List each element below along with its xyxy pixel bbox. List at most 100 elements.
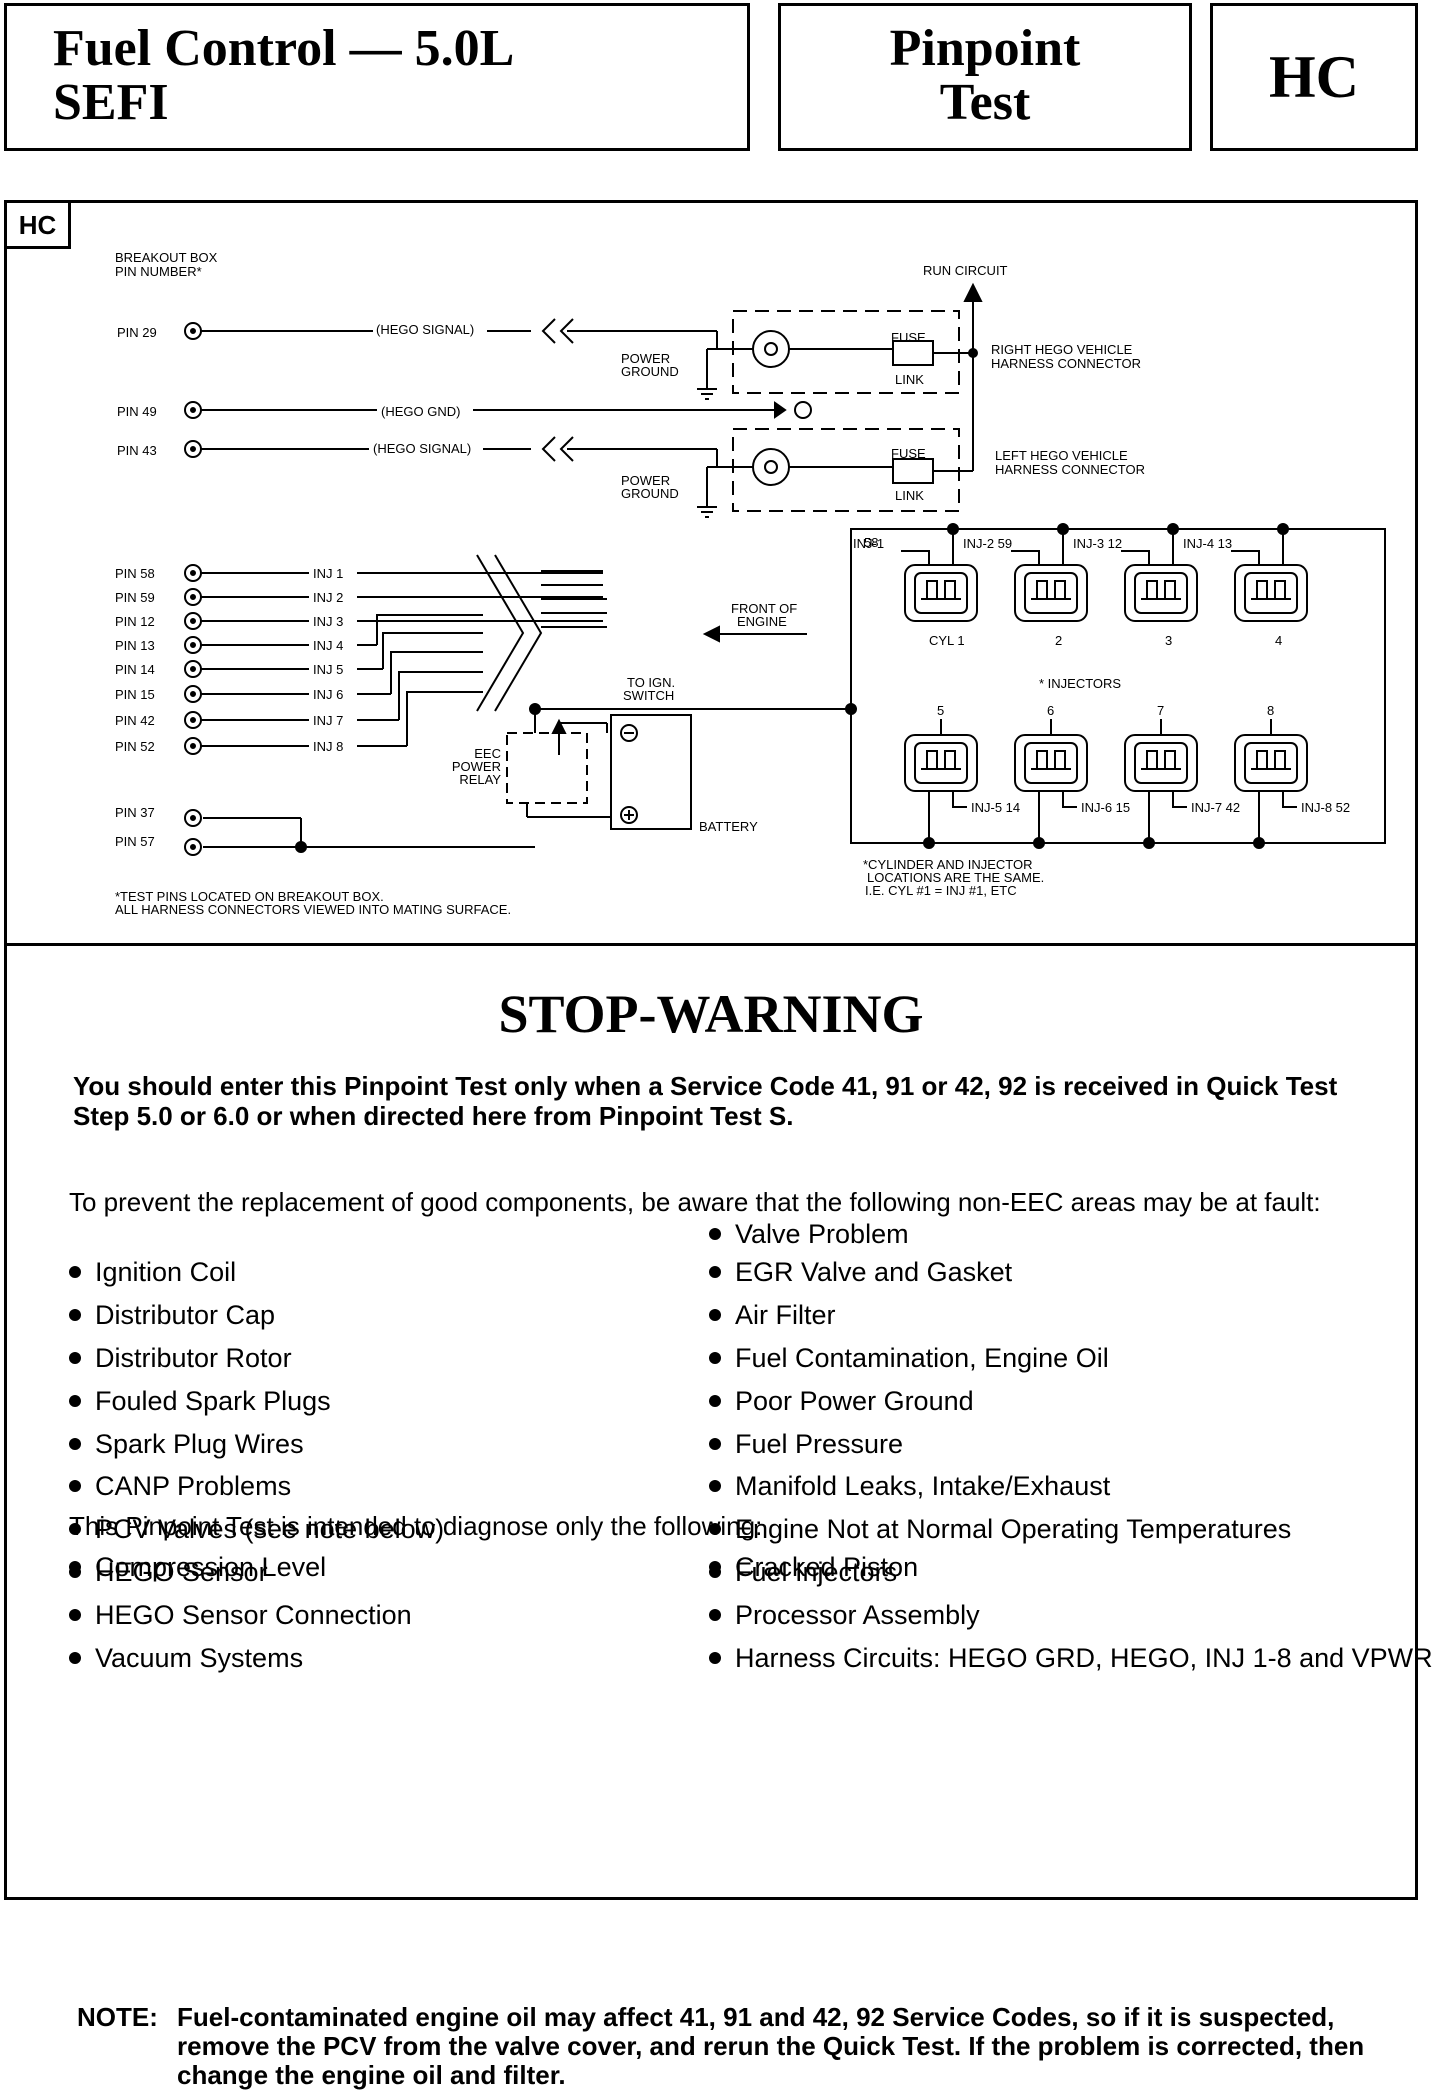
- bullet-item: Processor Assembly: [709, 1600, 980, 1630]
- bullet-icon: [709, 1266, 721, 1278]
- cylinder-top-label: 2: [1055, 633, 1062, 648]
- bullet-icon: [69, 1352, 81, 1364]
- bullet-text: HEGO Sensor: [95, 1557, 268, 1587]
- bullet-text: Cracked Piston: [735, 1552, 919, 1582]
- eec-label-1: EEC: [474, 746, 501, 761]
- link-2-label: LINK: [895, 488, 924, 503]
- bullet-icon: [709, 1609, 721, 1621]
- bullet-item: Vacuum Systems: [69, 1643, 303, 1673]
- pin37-terminal: [184, 809, 202, 827]
- bullet-icon: [69, 1395, 81, 1407]
- battery-label: BATTERY: [699, 819, 758, 834]
- pin37-label: PIN 37: [115, 805, 155, 820]
- bullet-item: Spark Plug Wires: [69, 1429, 304, 1459]
- power-ground-1b: GROUND: [621, 364, 679, 379]
- pin57-label: PIN 57: [115, 834, 155, 849]
- hego-signal-1-label: (HEGO SIGNAL): [376, 322, 474, 337]
- inj-wire-label: INJ 5: [313, 662, 343, 677]
- bullet-icon: [69, 1266, 81, 1278]
- front-label-2: ENGINE: [737, 614, 787, 629]
- left-connector-1: LEFT HEGO VEHICLE: [995, 448, 1128, 463]
- bullet-item: Air Filter: [709, 1300, 836, 1330]
- bullet-item: HEGO Sensor: [69, 1557, 268, 1587]
- injector-top-label: INJ-1: [853, 536, 884, 551]
- cylinder-top-label: CYL 1: [929, 633, 965, 648]
- bullet-text: Valve Problem: [735, 1219, 909, 1249]
- bullet-item: Fouled Spark Plugs: [69, 1386, 331, 1416]
- eec-power-relay: [506, 732, 588, 804]
- bullet-text: Processor Assembly: [735, 1600, 980, 1630]
- cylinder-top-label: 3: [1165, 633, 1172, 648]
- cylinder-bottom-label: 7: [1157, 703, 1164, 718]
- injector-top-label: INJ-3 12: [1073, 536, 1122, 551]
- injector-top-label: INJ-2 59: [963, 536, 1012, 551]
- eec-label-3: RELAY: [459, 772, 501, 787]
- bullet-item: Manifold Leaks, Intake/Exhaust: [709, 1471, 1110, 1501]
- injector-bottom-label: INJ-7 42: [1191, 800, 1240, 815]
- bullet-icon: [69, 1309, 81, 1321]
- power-ground-1a: POWER: [621, 351, 670, 366]
- inj-wire-label: INJ 3: [313, 614, 343, 629]
- bullet-item: PCV Valves (see note below): [69, 1514, 444, 1544]
- bullet-text: Fuel Contamination, Engine Oil: [735, 1343, 1109, 1373]
- bullet-text: Fuel Pressure: [735, 1429, 904, 1459]
- battery: [610, 714, 692, 830]
- inj-wire-label: INJ 4: [313, 638, 343, 653]
- inj-pin-label: PIN 14: [115, 662, 155, 677]
- breakout-label-2: PIN NUMBER*: [115, 264, 202, 279]
- bullet-icon: [69, 1566, 81, 1578]
- cylinder-top-label: 4: [1275, 633, 1282, 648]
- bullet-text: Vacuum Systems: [95, 1643, 304, 1673]
- hego-signal-2-label: (HEGO SIGNAL): [373, 441, 471, 456]
- bullet-item: Compression Level: [69, 1552, 326, 1582]
- right-connector-1: RIGHT HEGO VEHICLE: [991, 342, 1133, 357]
- ign-label-2: SWITCH: [623, 688, 674, 703]
- bullet-item: Distributor Rotor: [69, 1343, 292, 1373]
- footnote-left-2: ALL HARNESS CONNECTORS VIEWED INTO MATIN…: [115, 902, 511, 917]
- injector-connector: [1014, 564, 1088, 622]
- bullet-text: Air Filter: [735, 1300, 836, 1330]
- right-connector-2: HARNESS CONNECTOR: [991, 356, 1141, 371]
- inj-wire-label: INJ 2: [313, 590, 343, 605]
- bullet-item: Fuel Injectors: [709, 1557, 897, 1587]
- footnote-left-1: *TEST PINS LOCATED ON BREAKOUT BOX.: [115, 889, 384, 904]
- bullet-icon: [709, 1652, 721, 1664]
- inj-pin-label: PIN 59: [115, 590, 155, 605]
- right-hego-sensor: [752, 330, 790, 368]
- panel-tag: HC: [7, 203, 71, 249]
- bullet-item: Harness Circuits: HEGO GRD, HEGO, INJ 1-…: [709, 1643, 1433, 1673]
- bullet-icon: [709, 1228, 721, 1240]
- bullet-text: Compression Level: [95, 1552, 327, 1582]
- injectors-label: * INJECTORS: [1039, 676, 1121, 691]
- note-block: NOTE: Fuel-contaminated engine oil may a…: [77, 2003, 1367, 2090]
- bullet-text: Ignition Coil: [95, 1257, 237, 1287]
- bullet-text: Fuel Injectors: [735, 1557, 898, 1587]
- bullet-item: EGR Valve and Gasket: [709, 1257, 1012, 1287]
- inj-pin-label: PIN 12: [115, 614, 155, 629]
- bullet-text: HEGO Sensor Connection: [95, 1600, 412, 1630]
- left-connector-2: HARNESS CONNECTOR: [995, 462, 1145, 477]
- injector-bottom-label: INJ-5 14: [971, 800, 1020, 815]
- left-hego-sensor: [752, 448, 790, 486]
- cylinder-bottom-label: 5: [937, 703, 944, 718]
- bullet-item: Valve Problem: [709, 1219, 909, 1249]
- power-ground-2b: GROUND: [621, 486, 679, 501]
- bullet-item: Fuel Pressure: [709, 1429, 903, 1459]
- inj-pin-label: PIN 52: [115, 739, 155, 754]
- bullet-icon: [69, 1480, 81, 1492]
- injector-connector: [904, 564, 978, 622]
- injector-bottom-label: INJ-6 15: [1081, 800, 1130, 815]
- footnote-right-2: LOCATIONS ARE THE SAME.: [867, 870, 1044, 885]
- bullet-text: EGR Valve and Gasket: [735, 1257, 1013, 1287]
- header-test-box: Pinpoint Test: [778, 3, 1192, 151]
- injector-connector: [1124, 564, 1198, 622]
- wiring-diagram: BREAKOUT BOX PIN NUMBER* RUN CIRCUIT PIN…: [7, 203, 1415, 943]
- bullet-text: Spark Plug Wires: [95, 1429, 304, 1459]
- fuse-2-label: FUSE: [891, 446, 926, 461]
- bullet-item: Poor Power Ground: [709, 1386, 974, 1416]
- bullet-icon: [69, 1652, 81, 1664]
- bullet-icon: [709, 1523, 721, 1535]
- bullet-icon: [709, 1352, 721, 1364]
- inj-wire-label: INJ 8: [313, 739, 343, 754]
- footnote-right-1: *CYLINDER AND INJECTOR: [863, 857, 1033, 872]
